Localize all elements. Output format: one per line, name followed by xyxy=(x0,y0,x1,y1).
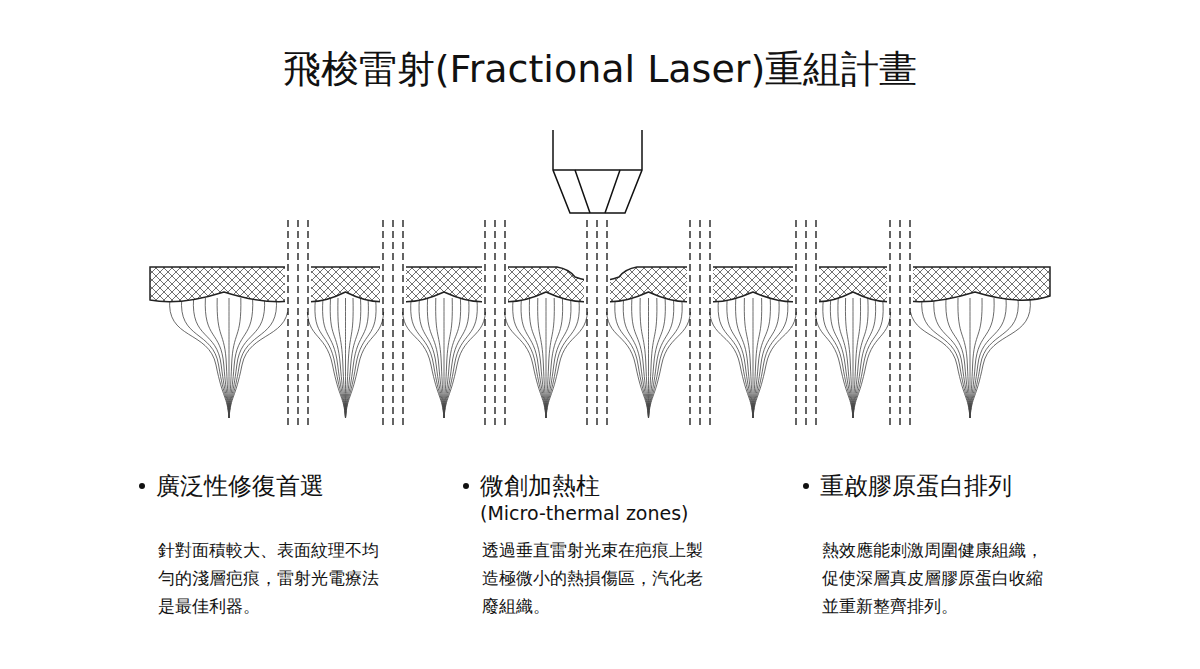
section-heading: 廣泛性修復首選 xyxy=(156,470,324,502)
section-heading: 重啟膠原蛋白排列 xyxy=(820,470,1012,502)
laser-head xyxy=(553,130,642,213)
section-heading: 微創加熱柱 xyxy=(480,470,600,502)
section-body: 熱效應能刺激周圍健康組織， 促使深層真皮層膠原蛋白收縮 並重新整齊排列。 xyxy=(822,536,1058,620)
section-body: 針對面積較大、表面紋理不均 勻的淺層疤痕，雷射光電療法 是最佳利器。 xyxy=(158,536,394,620)
laser-columns xyxy=(285,220,913,428)
diagram-title: 飛梭雷射(Fractional Laser)重組計畫 xyxy=(0,44,1200,95)
collagen-fibers xyxy=(170,298,1031,418)
section-subheading: (Micro-thermal zones) xyxy=(480,502,689,524)
section-body: 透過垂直雷射光束在疤痕上製 造極微小的熱損傷區，汽化老 廢組織。 xyxy=(482,536,718,620)
